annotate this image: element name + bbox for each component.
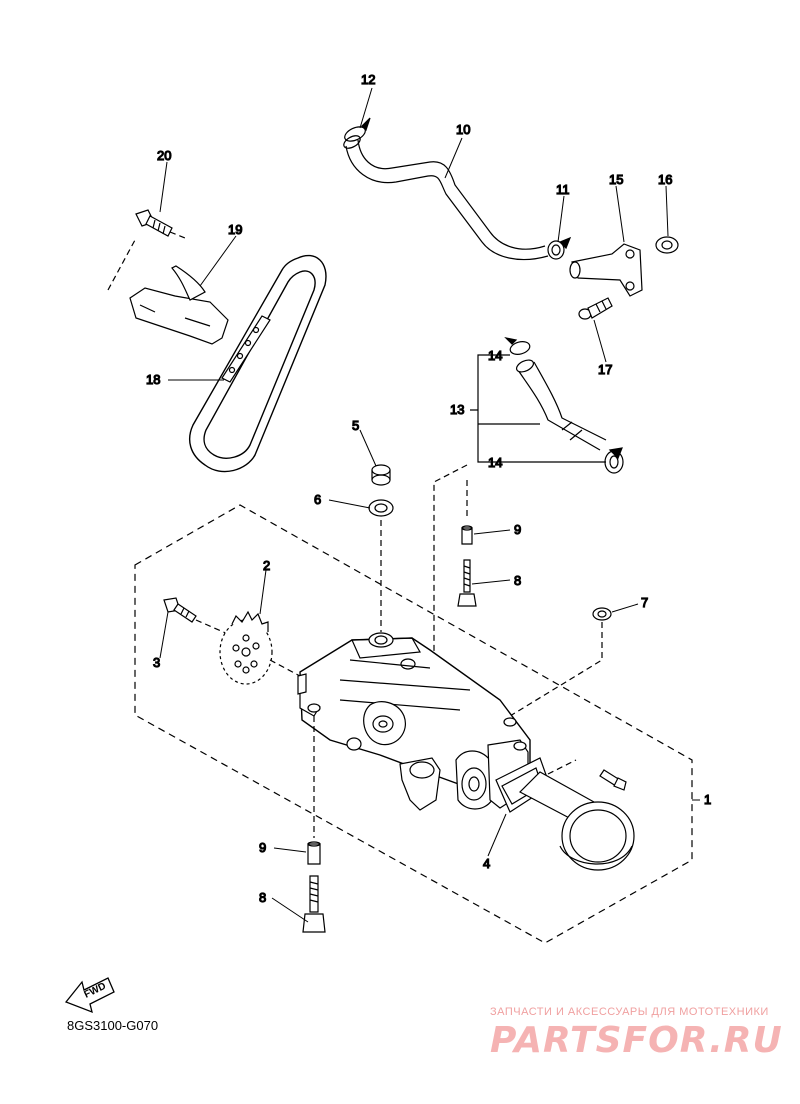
callout-17: 17 xyxy=(598,362,612,377)
watermark-tagline: ЗАПЧАСТИ И АКСЕССУАРЫ ДЛЯ МОТОТЕХНИКИ xyxy=(490,1006,769,1018)
o-ring-part-6[interactable] xyxy=(368,499,394,517)
callout-5: 5 xyxy=(352,418,359,433)
strainer-bolt-dashline xyxy=(547,759,577,775)
callout-7: 7 xyxy=(641,595,648,610)
bolt20-dashline xyxy=(169,231,186,239)
callout-14-bottom: 14 xyxy=(488,455,502,470)
callout-20: 20 xyxy=(157,148,171,163)
bolt-part-3[interactable] xyxy=(163,597,197,623)
oil-hose-part-10[interactable] xyxy=(342,133,549,261)
bolt-part-8-top[interactable] xyxy=(457,559,477,607)
callout-12: 12 xyxy=(361,72,375,87)
hose-clamp-part-14-top[interactable] xyxy=(504,337,531,356)
watermark-logo: PARTSFOR.RU xyxy=(490,1020,783,1061)
sprocket-dashline xyxy=(269,659,301,677)
callout-1: 1 xyxy=(704,792,711,807)
assembly-boundary xyxy=(134,504,693,944)
oil-hose-part-13[interactable] xyxy=(515,358,607,451)
bolt-part-17[interactable] xyxy=(578,297,613,320)
callout-19: 19 xyxy=(228,222,242,237)
callout-8-bottom: 8 xyxy=(259,890,266,905)
callout-9-top: 9 xyxy=(514,522,521,537)
callout-16: 16 xyxy=(658,172,672,187)
dowel-pin-part-9-bottom[interactable] xyxy=(307,841,321,865)
leader-lines xyxy=(159,87,700,923)
bolt8-top-dashline xyxy=(433,464,468,672)
sprocket-part-2[interactable] xyxy=(219,610,273,685)
fwd-arrow-icon: FWD xyxy=(64,977,115,1014)
callout-bracket-13-14 xyxy=(470,354,606,463)
dowel-pin-part-9-top[interactable] xyxy=(461,525,473,545)
callout-11: 11 xyxy=(556,182,570,197)
callout-13: 13 xyxy=(450,402,464,417)
callout-2: 2 xyxy=(263,558,270,573)
callout-18: 18 xyxy=(146,372,160,387)
callout-3: 3 xyxy=(153,655,160,670)
callout-4: 4 xyxy=(483,856,490,871)
callout-15: 15 xyxy=(609,172,623,187)
guide-dashline xyxy=(107,239,136,291)
oil-strainer[interactable] xyxy=(518,771,635,871)
o-ring-part-7[interactable] xyxy=(592,607,612,621)
bolt-part-8-bottom[interactable] xyxy=(302,875,326,933)
diagram-code: 8GS3100-G070 xyxy=(67,1018,159,1033)
collar-part-5[interactable] xyxy=(371,464,391,486)
callout-6: 6 xyxy=(314,492,321,507)
callout-10: 10 xyxy=(456,122,470,137)
oil-pump-assembly-part-1[interactable] xyxy=(297,632,531,811)
strainer-bolt[interactable] xyxy=(599,769,627,791)
oring7-dashline xyxy=(509,622,603,717)
callout-8-top: 8 xyxy=(514,573,521,588)
bolt3-dashline xyxy=(195,619,229,635)
callout-14-top: 14 xyxy=(488,348,502,363)
hose-clamp-part-12[interactable] xyxy=(342,117,371,144)
hose-clamp-part-14-bottom[interactable] xyxy=(604,447,624,474)
hose-clamp-part-11[interactable] xyxy=(547,236,572,260)
callout-9-bottom: 9 xyxy=(259,840,266,855)
chain-guide-part-19[interactable] xyxy=(129,265,229,345)
gasket-part-16[interactable] xyxy=(655,236,679,254)
cam-chain-part-18[interactable] xyxy=(189,254,327,473)
bolt-part-20[interactable] xyxy=(135,209,173,237)
union-fitting-part-15[interactable] xyxy=(569,243,643,297)
